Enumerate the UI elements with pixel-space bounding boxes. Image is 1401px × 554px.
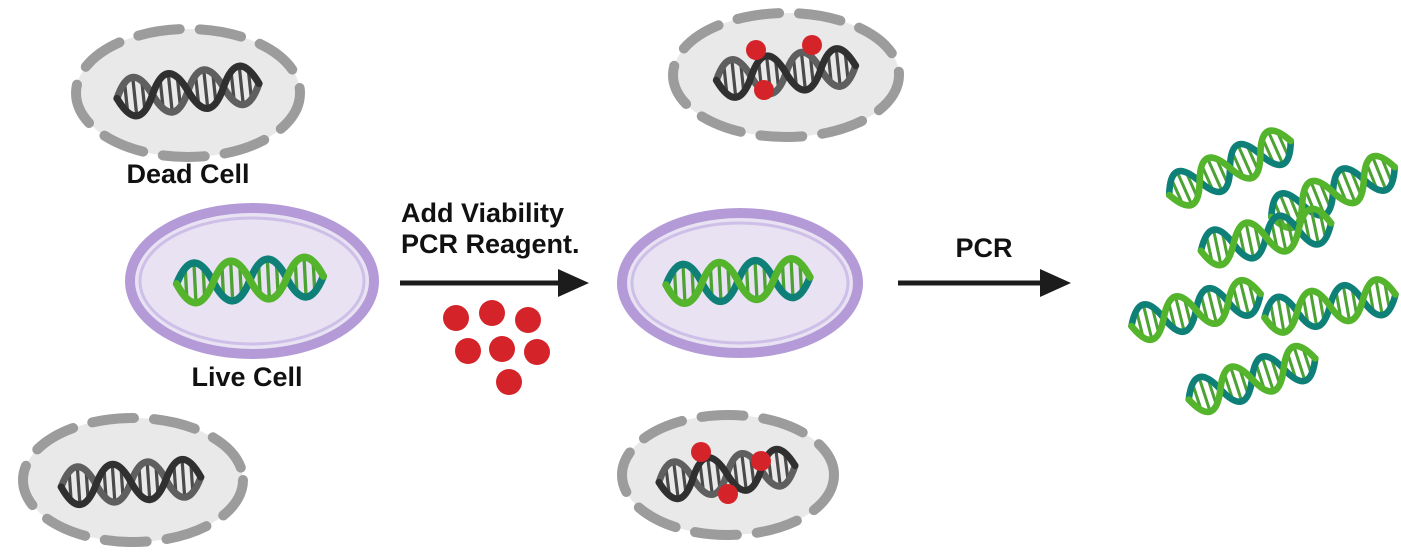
reagent-dot bbox=[496, 369, 522, 395]
live-cell-label: Live Cell bbox=[191, 362, 302, 392]
reagent-dot-cluster bbox=[443, 300, 550, 395]
reagent-dot-bound bbox=[746, 40, 766, 60]
pcr-label: PCR bbox=[955, 233, 1012, 263]
live-cell-inner-ring bbox=[138, 216, 366, 346]
dead-cell-label: Dead Cell bbox=[126, 159, 249, 189]
live-cell-middle bbox=[617, 208, 863, 358]
reagent-dot-bound bbox=[802, 35, 822, 55]
arrow-right-icon bbox=[1040, 269, 1071, 297]
dead-cell-top-left bbox=[71, 24, 305, 162]
reagent-dot-bound bbox=[691, 442, 711, 462]
reagent-dot bbox=[489, 336, 515, 362]
arrow-add-reagent bbox=[400, 269, 589, 297]
dead-cell-bottom-middle bbox=[617, 410, 839, 540]
add-reagent-label-line2: PCR Reagent. bbox=[401, 229, 580, 259]
dna-helix-icon bbox=[1183, 341, 1321, 416]
arrow-right-icon bbox=[558, 269, 589, 297]
reagent-dot-bound bbox=[754, 80, 774, 100]
dna-helix-icon bbox=[1261, 277, 1398, 336]
reagent-dot bbox=[515, 307, 541, 333]
dna-helix-icon bbox=[1127, 276, 1265, 343]
reagent-dot bbox=[443, 305, 469, 331]
reagent-dot-bound bbox=[718, 484, 738, 504]
dead-cell-bottom-left bbox=[18, 413, 248, 547]
add-reagent-label-line1: Add Viability bbox=[401, 198, 564, 228]
arrow-pcr bbox=[898, 269, 1071, 297]
live-cell-inner-ring bbox=[630, 221, 850, 345]
reagent-dot bbox=[524, 339, 550, 365]
reagent-dot bbox=[455, 338, 481, 364]
reagent-dot bbox=[479, 300, 505, 326]
amplified-dna-group bbox=[1127, 124, 1401, 416]
reagent-dot-bound bbox=[751, 451, 771, 471]
live-cell-left bbox=[125, 203, 379, 359]
dead-cell-top-middle bbox=[668, 8, 904, 142]
